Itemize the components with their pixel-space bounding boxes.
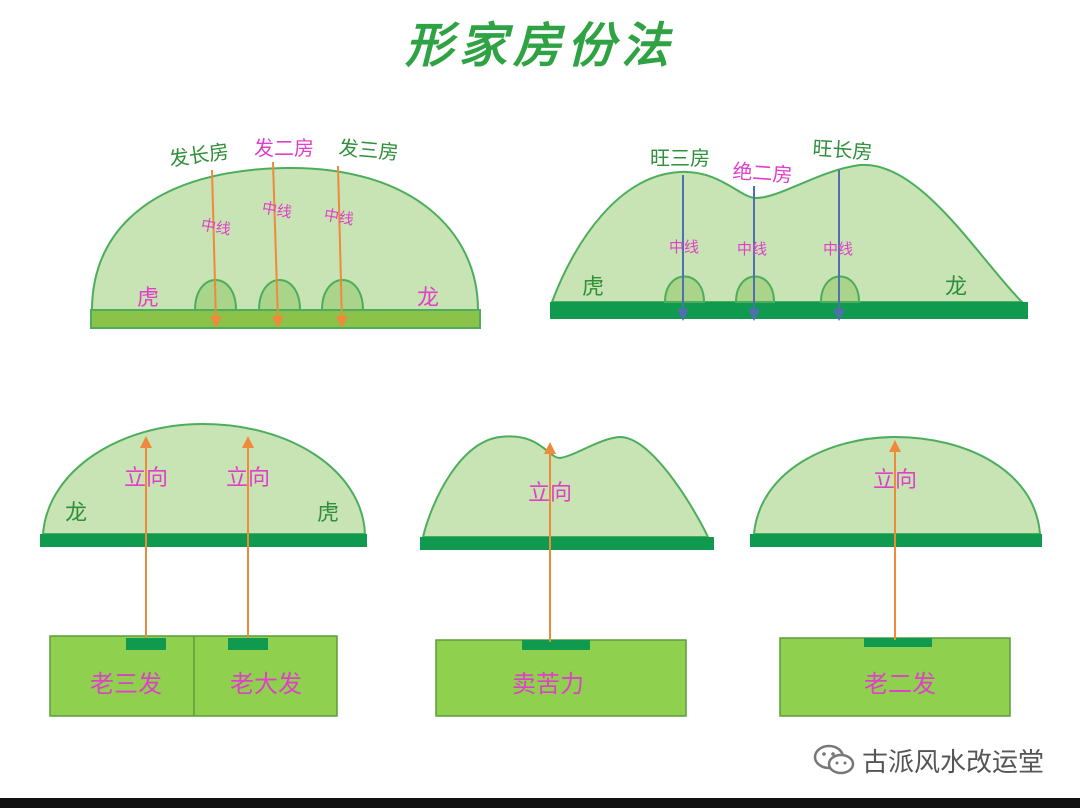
ground-base bbox=[90, 309, 481, 329]
center-line-3 bbox=[335, 165, 348, 328]
bottom-middle-panel: 立向 卖苦力 bbox=[420, 435, 714, 717]
house-door-2 bbox=[228, 638, 268, 650]
center-line-2 bbox=[271, 161, 284, 328]
dome-mountain bbox=[752, 435, 1042, 535]
house-door-1 bbox=[126, 638, 166, 650]
ground-base bbox=[550, 302, 1028, 319]
direction-label: 立向 bbox=[528, 481, 572, 506]
small-mound-2 bbox=[257, 279, 302, 311]
small-mound-1 bbox=[663, 275, 706, 303]
house-label-1: 发长房 bbox=[168, 139, 231, 171]
dragon-label: 龙 bbox=[65, 501, 87, 526]
center-line-1 bbox=[209, 169, 222, 328]
bottom-bar bbox=[0, 798, 1080, 808]
wechat-icon bbox=[813, 744, 855, 775]
dome-mountain bbox=[90, 166, 480, 311]
tiger-label: 虎 bbox=[582, 275, 604, 300]
house-label-3: 旺长房 bbox=[812, 136, 874, 164]
house-door bbox=[522, 640, 590, 650]
center-line-label-2: 中线 bbox=[261, 199, 294, 222]
center-line-label-3: 中线 bbox=[323, 206, 356, 229]
watermark: 古派风水改运堂 bbox=[812, 740, 1044, 780]
direction-label: 立向 bbox=[873, 468, 917, 493]
twin-peak-mountain bbox=[421, 435, 710, 538]
center-line-label-3: 中线 bbox=[823, 240, 853, 258]
top-right-panel: 旺三房 绝二房 旺长房 中线 中线 中线 虎 龙 bbox=[550, 136, 1028, 321]
dome-mountain bbox=[41, 422, 367, 535]
dragon-label: 龙 bbox=[945, 275, 967, 300]
ground-base bbox=[40, 534, 367, 547]
dragon-label: 龙 bbox=[417, 286, 439, 311]
top-left-panel: 发长房 发二房 发三房 中线 中线 中线 虎 龙 bbox=[90, 135, 481, 329]
undulating-mountain bbox=[550, 163, 1025, 303]
room-label: 老二发 bbox=[864, 670, 936, 698]
house-label-3: 发三房 bbox=[338, 135, 400, 164]
direction-label-1: 立向 bbox=[124, 466, 168, 491]
center-line-label-1: 中线 bbox=[200, 216, 233, 239]
small-mound-3 bbox=[320, 279, 365, 311]
room-label-1: 老三发 bbox=[90, 670, 162, 698]
house-label-2: 发二房 bbox=[254, 136, 314, 160]
bottom-left-panel: 立向 立向 龙 虎 老三发 老大发 bbox=[40, 422, 367, 717]
house-label-1: 旺三房 bbox=[650, 146, 710, 170]
tiger-label: 虎 bbox=[317, 501, 339, 526]
house-block bbox=[435, 639, 687, 717]
direction-label-2: 立向 bbox=[226, 466, 270, 491]
house-block bbox=[779, 637, 1011, 717]
page-title: 形家房份法 bbox=[404, 18, 675, 74]
tiger-label: 虎 bbox=[137, 286, 159, 311]
room-label: 卖苦力 bbox=[512, 670, 584, 698]
center-line-label-1: 中线 bbox=[669, 238, 699, 256]
ground-base bbox=[420, 537, 714, 550]
bottom-right-panel: 立向 老二发 bbox=[750, 435, 1042, 717]
house-door bbox=[864, 638, 932, 647]
room-label-2: 老大发 bbox=[230, 670, 302, 698]
house-label-2: 绝二房 bbox=[732, 159, 794, 187]
watermark-text: 古派风水改运堂 bbox=[861, 747, 1044, 778]
center-line-label-2: 中线 bbox=[737, 240, 767, 258]
